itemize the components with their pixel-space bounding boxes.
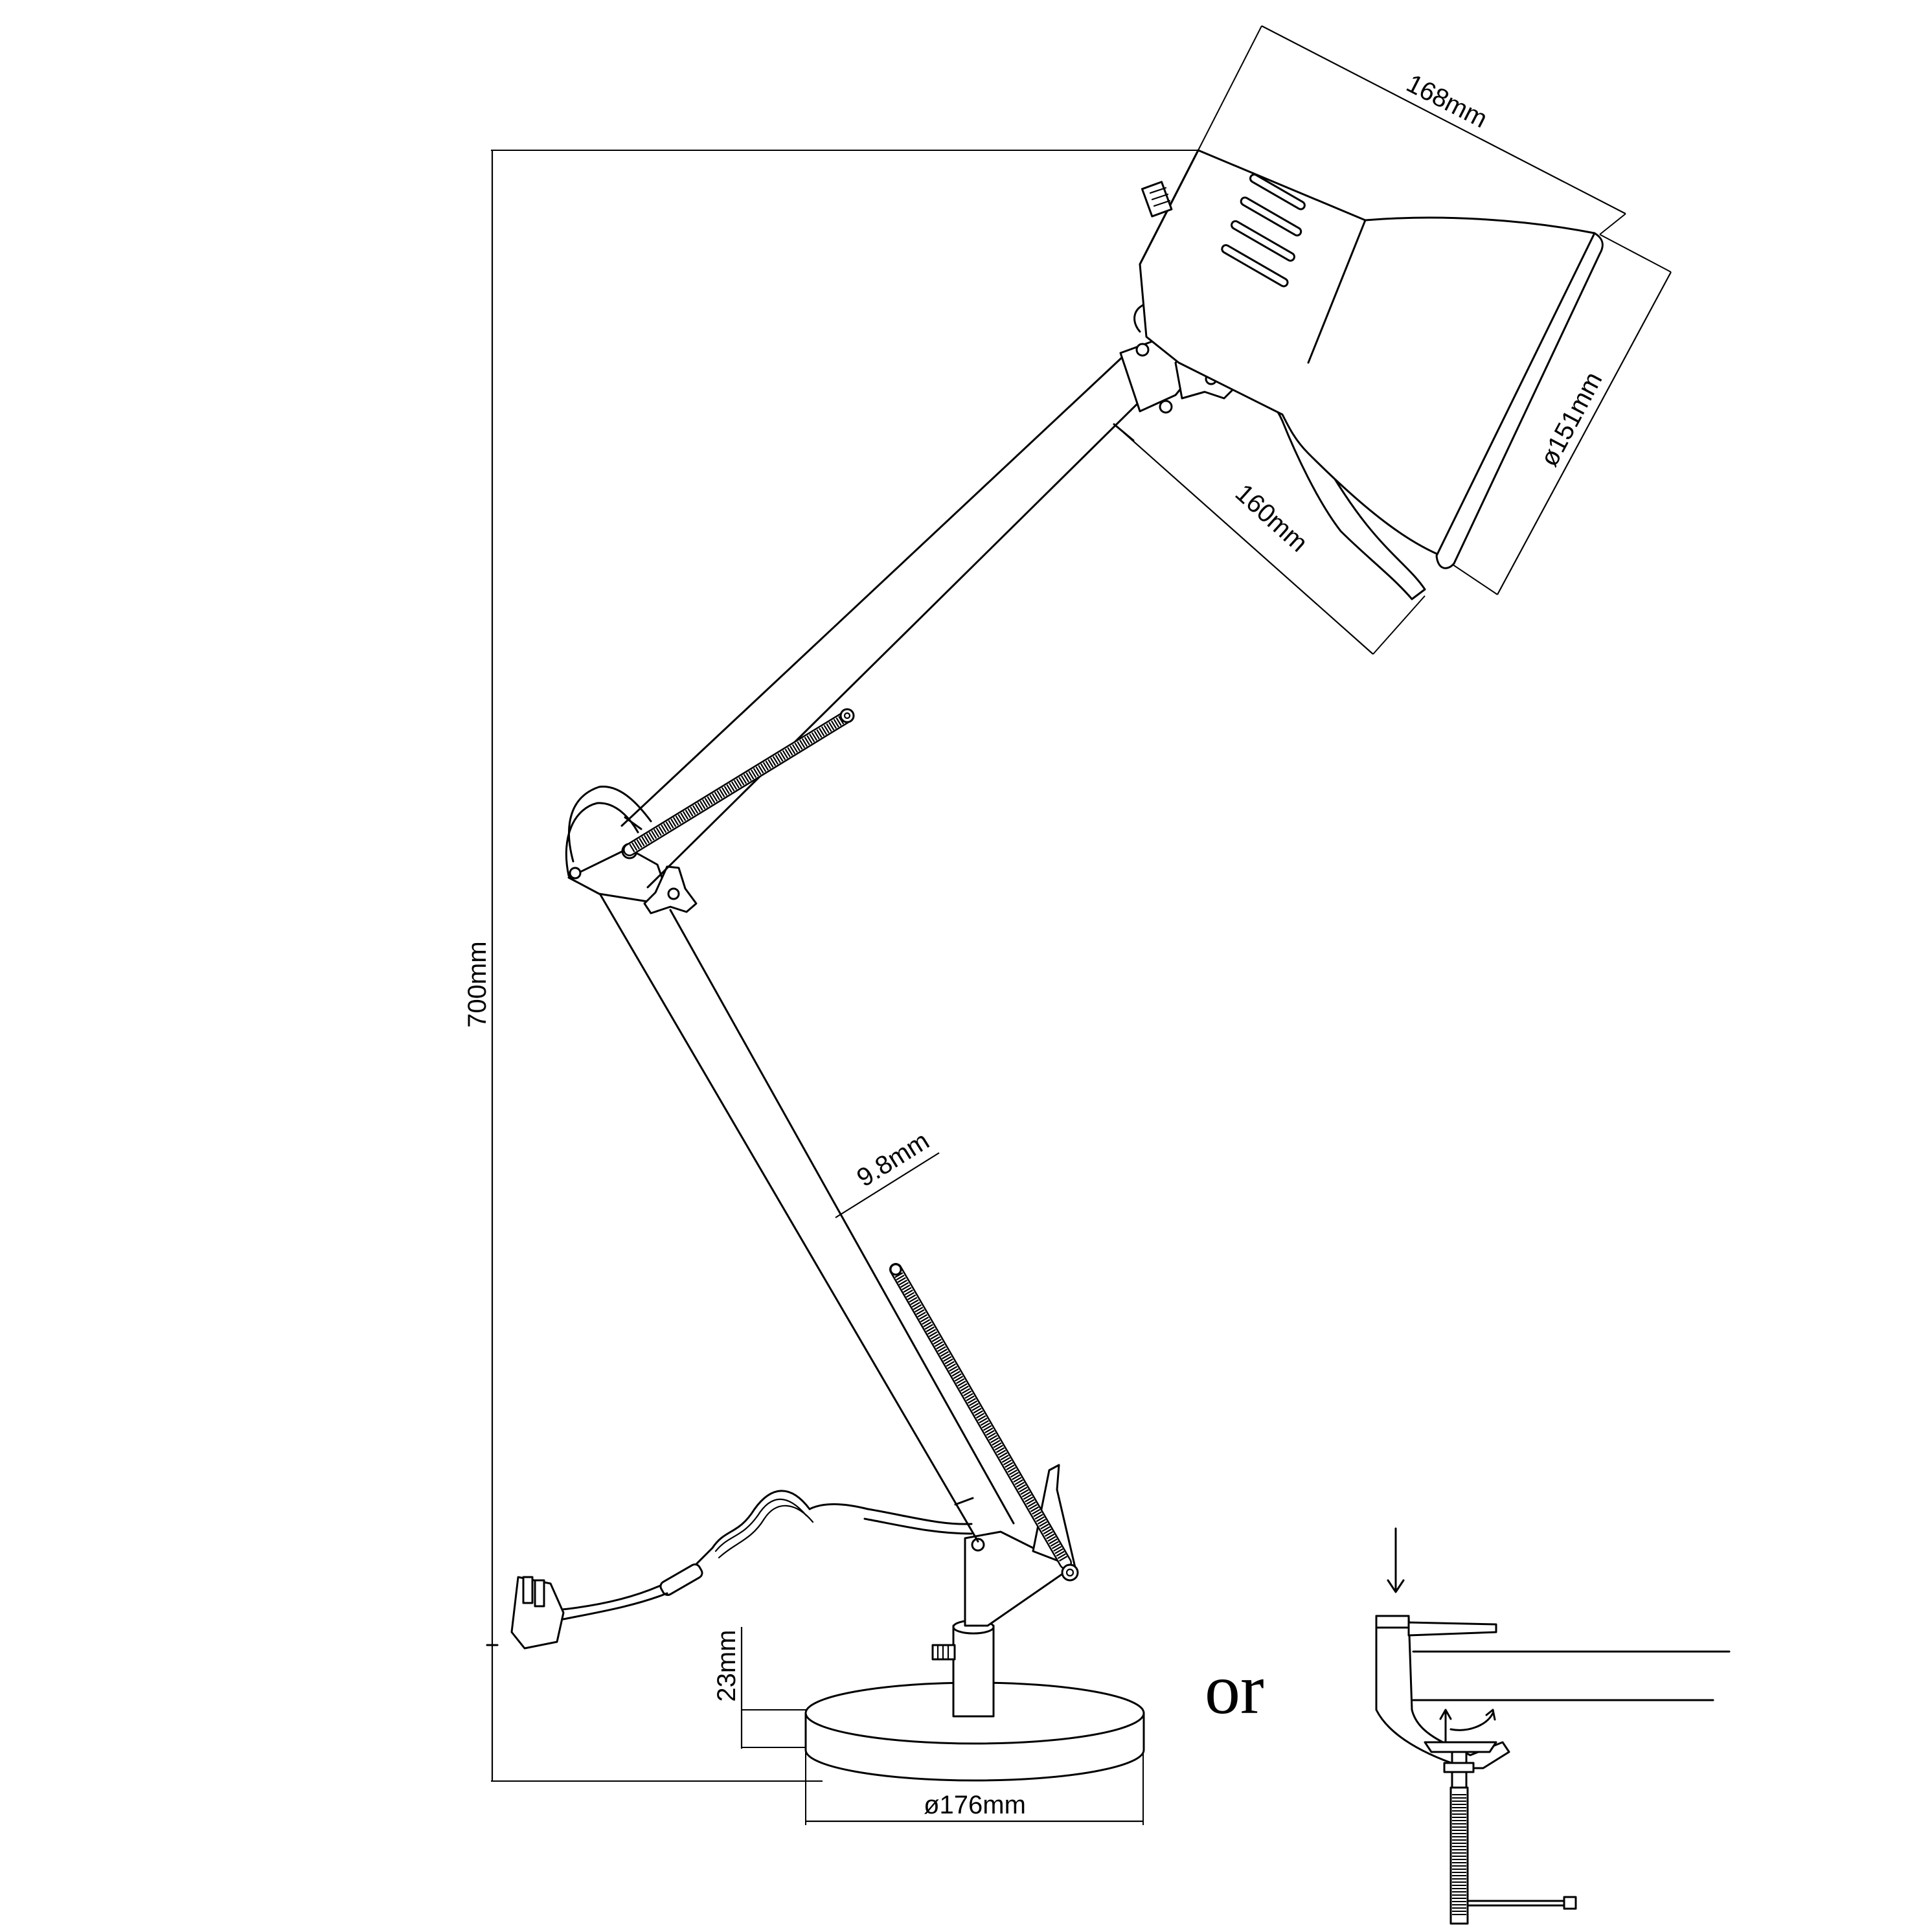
clamp-mount <box>1375 1527 1731 1925</box>
lower-spring <box>889 1263 1079 1582</box>
base-height-label: 23mm <box>712 1630 741 1701</box>
shade-diameter-label: ø151mm <box>1535 367 1608 471</box>
height-dimension: 700mm <box>463 150 1198 1782</box>
lower-arm <box>598 891 1015 1543</box>
shade-length-label: 168mm <box>1402 69 1492 134</box>
base-height-dimension: 23mm <box>712 1627 810 1749</box>
height-label: 700mm <box>463 941 492 1027</box>
lamp-base <box>804 1619 1145 1782</box>
upper-spring <box>623 708 855 856</box>
arm-width-label: 9.8mm <box>852 1126 934 1192</box>
base-diameter-label: ø176mm <box>924 1791 1026 1819</box>
head-arm-label: 160mm <box>1230 479 1313 558</box>
power-cord <box>510 1490 973 1650</box>
lamp-shade <box>1139 149 1604 569</box>
elbow-joint <box>565 786 698 915</box>
alternative-label: or <box>1205 1650 1264 1729</box>
lower-joint <box>964 1464 1076 1627</box>
upper-arm <box>620 348 1167 889</box>
arm-width-dimension: 9.8mm <box>835 1126 940 1218</box>
base-diameter-dimension: ø176mm <box>805 1749 1144 1825</box>
